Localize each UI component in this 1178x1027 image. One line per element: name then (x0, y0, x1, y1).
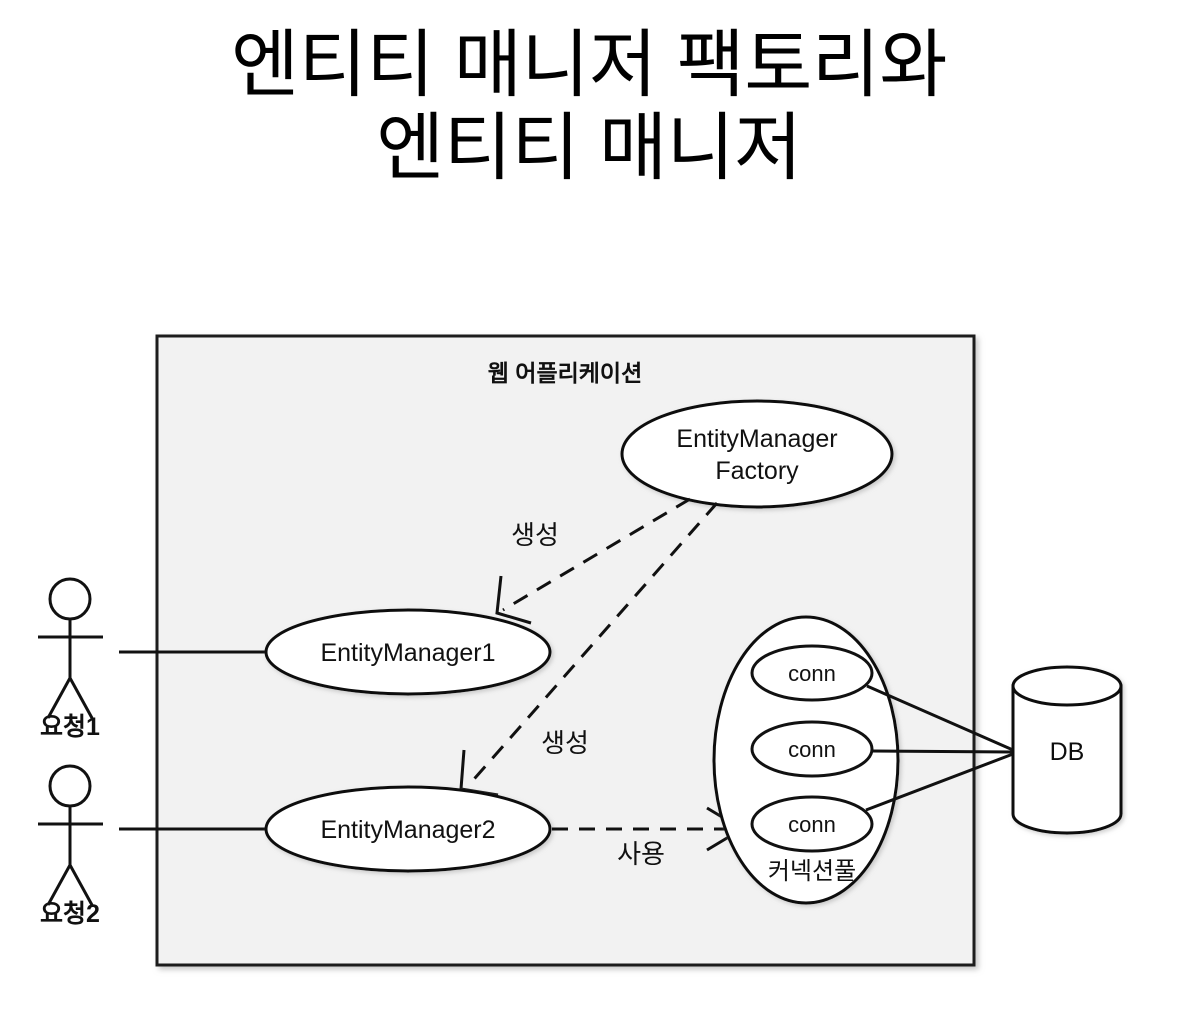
factory-ellipse (620, 399, 894, 509)
actor-head-icon (48, 577, 92, 621)
entity-manager-1-label: EntityManager1 (320, 639, 495, 667)
conn-label-3: conn (788, 812, 836, 837)
create-2-dashed-line (466, 502, 719, 787)
actor-leg-left (46, 864, 72, 906)
actor-request-2: 요청2 (38, 764, 103, 928)
db-body (1011, 684, 1123, 835)
node-database: DB (1011, 665, 1123, 835)
node-entity-manager-1: EntityManager1 (264, 608, 552, 696)
entity-manager-1-ellipse (264, 608, 552, 696)
actor-leg-left (46, 677, 72, 719)
connection-pool: conn conn conn 커넥션풀 (712, 615, 900, 905)
diagram-canvas: 웹 어플리케이션 요청1 요청2 (0, 286, 1178, 1027)
conn-to-db-line-2 (871, 749, 1014, 754)
create-1-arrowhead-icon (495, 575, 532, 625)
actor-request-1: 요청1 (38, 577, 103, 741)
actor-leg-right (68, 864, 94, 906)
factory-label-line1: EntityManager (676, 425, 837, 453)
conn-to-db-line-1 (866, 684, 1014, 752)
entity-manager-2-label: EntityManager2 (320, 816, 495, 844)
db-top-ellipse (1011, 665, 1123, 707)
conn-ellipse-2 (750, 720, 874, 778)
actor-label-1: 요청1 (40, 713, 100, 741)
conn-ellipse-1 (750, 644, 874, 702)
conn-to-db-line-3 (865, 752, 1014, 812)
conn-ellipse-3 (750, 795, 874, 853)
conn-label-1: conn (788, 661, 836, 686)
page-title: 엔티티 매니저 팩토리와 엔티티 매니저 (231, 23, 947, 189)
entity-manager-2-ellipse (264, 785, 552, 873)
connection-pool-label: 커넥션풀 (768, 858, 856, 885)
actor-leg-right (68, 677, 94, 719)
edge-label-use: 사용 (617, 839, 665, 869)
edge-label-create-1: 생성 (511, 520, 559, 550)
architecture-diagram: 웹 어플리케이션 요청1 요청2 (38, 334, 1123, 967)
node-entity-manager-2: EntityManager2 (264, 785, 552, 873)
actor-label-2: 요청2 (40, 900, 100, 928)
edge-create-entity-manager-1: 생성 (495, 497, 691, 625)
create-1-dashed-line (502, 497, 691, 612)
container-label: 웹 어플리케이션 (488, 360, 643, 386)
node-entity-manager-factory: EntityManager Factory (620, 399, 894, 509)
edge-label-create-2: 생성 (541, 728, 589, 758)
actor-head-icon (48, 764, 92, 808)
factory-label-line2: Factory (715, 457, 799, 485)
conn-label-2: conn (788, 737, 836, 762)
db-label: DB (1050, 738, 1085, 766)
